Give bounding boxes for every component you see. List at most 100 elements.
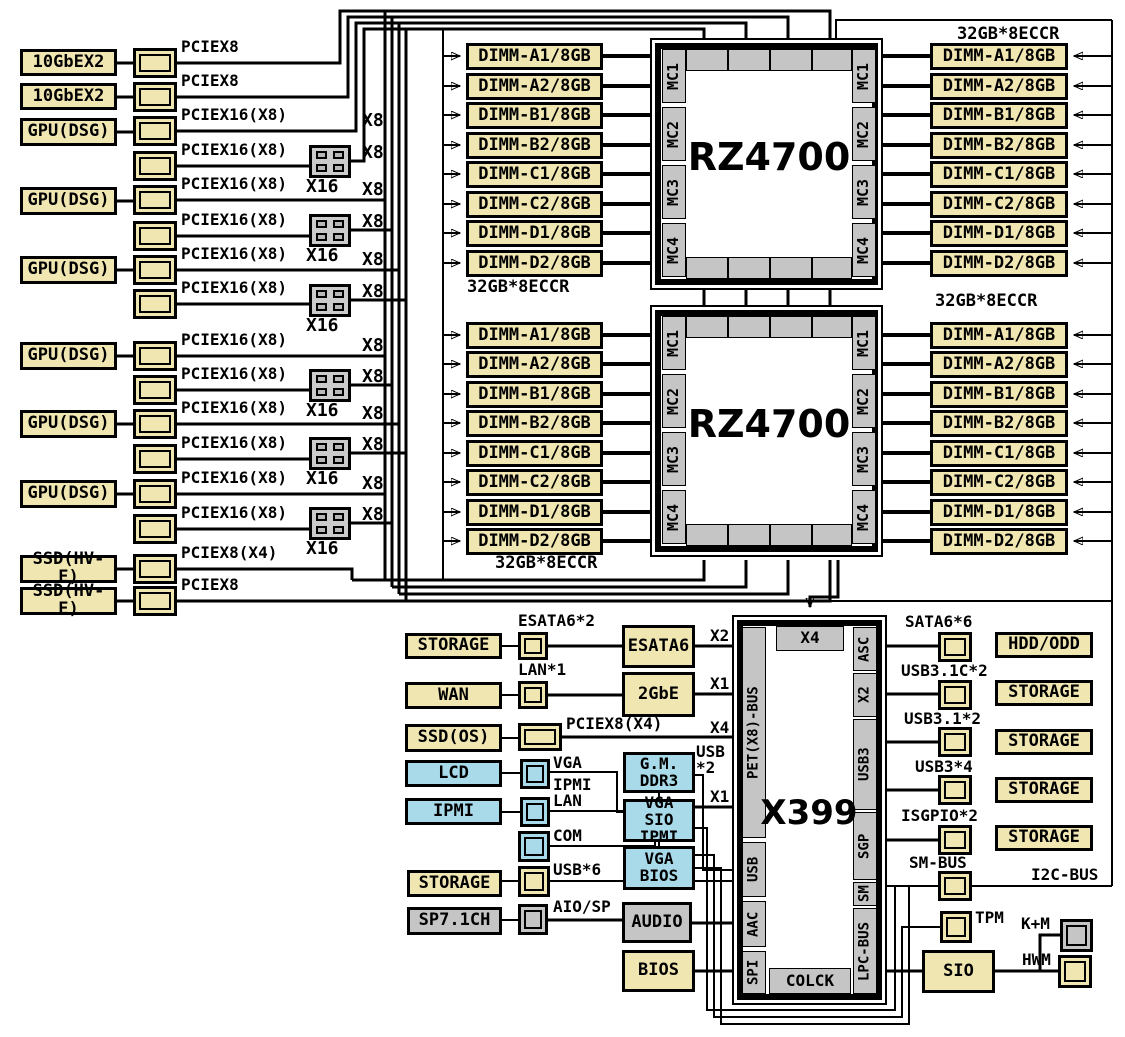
label-usb2: USB *2 bbox=[696, 742, 725, 777]
pcie-slot-14 bbox=[133, 514, 177, 544]
pcie-label-2: PCIEX8 bbox=[181, 71, 239, 90]
wire-sio-km bbox=[1038, 933, 1060, 971]
pcie-label-5: PCIEX16(X8) bbox=[181, 174, 287, 193]
bridge-audio: AUDIO bbox=[622, 902, 692, 943]
cpu2-mc-r4: MC4 bbox=[852, 490, 876, 544]
pcie-switch-6 bbox=[309, 507, 351, 540]
wire-bot-1 bbox=[352, 560, 706, 582]
cpu1-mc-l1: MC1 bbox=[662, 49, 686, 103]
label-hwm: HWM bbox=[1022, 950, 1051, 969]
pcie-switch-4 bbox=[309, 369, 351, 402]
device-storage-1: STORAGE bbox=[405, 633, 502, 659]
cpu1-mc-r2: MC2 bbox=[852, 107, 876, 161]
caption-br: 32GB*8ECCR bbox=[935, 291, 1038, 311]
caption-tl: 32GB*8ECCR bbox=[467, 277, 570, 297]
wire-i2c-top bbox=[835, 19, 1112, 43]
device-gpu-5: GPU(DSG) bbox=[20, 410, 117, 438]
label-tpm: TPM bbox=[975, 908, 1004, 927]
dimm-tl-7: DIMM-D1/8GB bbox=[466, 220, 603, 247]
pcie-label-15: PCIEX8(X4) bbox=[181, 543, 278, 562]
chipset-port-usb: USB bbox=[742, 842, 766, 897]
label-esata62: ESATA6*2 bbox=[518, 611, 596, 630]
device-storage-4: STORAGE bbox=[995, 729, 1093, 755]
label-x2: X2 bbox=[710, 626, 730, 645]
wire-top-4 bbox=[351, 27, 706, 163]
pcie-slot-5 bbox=[133, 185, 177, 215]
pcie-label-10: PCIEX16(X8) bbox=[181, 364, 287, 383]
slot-usb31 bbox=[938, 727, 972, 757]
switch-pin bbox=[333, 443, 344, 452]
dimm-tr-4: DIMM-B2/8GB bbox=[930, 132, 1068, 159]
pcie-slot-11 bbox=[133, 409, 177, 439]
dimm-tr-7: DIMM-D1/8GB bbox=[930, 220, 1068, 247]
slot-aio bbox=[518, 904, 548, 935]
bridge-esata6: ESATA6 bbox=[622, 625, 695, 668]
dimm-tl-5: DIMM-C1/8GB bbox=[466, 161, 603, 188]
slot-ipmi-lan bbox=[520, 797, 550, 827]
wire-uwrap-3 bbox=[695, 867, 910, 1025]
wire-bot-3 bbox=[399, 560, 790, 596]
switch-pin bbox=[333, 290, 344, 299]
slot-sata6 bbox=[938, 632, 972, 662]
device-10gbe-1: 10GbEX2 bbox=[20, 49, 117, 76]
device-storage-3: STORAGE bbox=[995, 680, 1093, 706]
dimm-bl-6: DIMM-C2/8GB bbox=[466, 469, 603, 496]
slot-esata bbox=[518, 632, 548, 660]
wire-top-2 bbox=[177, 15, 790, 99]
device-storage-2: STORAGE bbox=[407, 870, 502, 897]
chipset-port-lpc: LPC-BUS bbox=[853, 908, 877, 994]
wire-ssd1 bbox=[177, 567, 354, 580]
label-aiosp: AIO/SP bbox=[553, 897, 611, 916]
device-gpu-1: GPU(DSG) bbox=[20, 118, 117, 146]
pcie-label-8: PCIEX16(X8) bbox=[181, 278, 287, 297]
cpu1-mc-r4: MC4 bbox=[852, 223, 876, 277]
device-ssd-hve-2: SSD(HV-E) bbox=[20, 582, 117, 618]
slot-tpm bbox=[940, 911, 972, 943]
dimm-bl-4: DIMM-B2/8GB bbox=[466, 410, 603, 437]
switch-label-1: X16 bbox=[306, 176, 339, 197]
cpu2-mc-r1: MC1 bbox=[852, 316, 876, 370]
cpu1-name: RZ4700 bbox=[687, 135, 851, 180]
label-usb6: USB*6 bbox=[553, 860, 602, 879]
dimm-br-3: DIMM-B1/8GB bbox=[930, 381, 1068, 408]
pcie-slot-12 bbox=[133, 444, 177, 474]
x8-label-1: X8 bbox=[362, 110, 384, 131]
device-gpu-3: GPU(DSG) bbox=[20, 256, 117, 284]
switch-pin bbox=[333, 455, 344, 464]
pcie-label-14: PCIEX16(X8) bbox=[181, 503, 287, 522]
cpu1-frame bbox=[655, 43, 878, 285]
slot-smbus bbox=[938, 871, 972, 901]
wire-bot-2 bbox=[392, 560, 748, 589]
pcie-slot-6 bbox=[133, 221, 177, 251]
x8-label-10: X8 bbox=[362, 434, 384, 455]
x8-label-12: X8 bbox=[362, 504, 384, 525]
pcie-label-6: PCIEX16(X8) bbox=[181, 210, 287, 229]
dimm-bl-5: DIMM-C1/8GB bbox=[466, 440, 603, 467]
switch-label-3: X16 bbox=[306, 315, 339, 336]
chipset-port-x2: X2 bbox=[853, 673, 877, 717]
switch-pin bbox=[316, 290, 327, 299]
label-x4: X4 bbox=[710, 718, 730, 737]
bridge-2gbe: 2GbE bbox=[622, 672, 695, 717]
pcie-slot-7 bbox=[133, 255, 177, 285]
dimm-tr-3: DIMM-B1/8GB bbox=[930, 102, 1068, 129]
x8-label-9: X8 bbox=[362, 403, 384, 424]
chipset-port-sm: SM bbox=[853, 882, 877, 906]
device-ssd-hve-1: SSD(HV-E) bbox=[20, 550, 117, 586]
switch-pin bbox=[316, 525, 327, 534]
switch-label-4: X16 bbox=[306, 400, 339, 421]
switch-pin bbox=[316, 151, 327, 160]
device-lcd: LCD bbox=[405, 760, 502, 787]
dimm-tl-3: DIMM-B1/8GB bbox=[466, 102, 603, 129]
cpu1-mc-l3: MC3 bbox=[662, 165, 686, 219]
wire-top-1 bbox=[177, 9, 832, 65]
slot-usb3 bbox=[938, 775, 972, 805]
pcie-switch-2 bbox=[309, 214, 351, 247]
cpu2-mc-r2: MC2 bbox=[852, 374, 876, 428]
switch-pin bbox=[316, 163, 327, 172]
device-10gbe-2: 10GbEX2 bbox=[20, 83, 117, 110]
dimm-bl-8: DIMM-D2/8GB bbox=[466, 528, 603, 555]
bridge-bios: BIOS bbox=[622, 950, 695, 992]
